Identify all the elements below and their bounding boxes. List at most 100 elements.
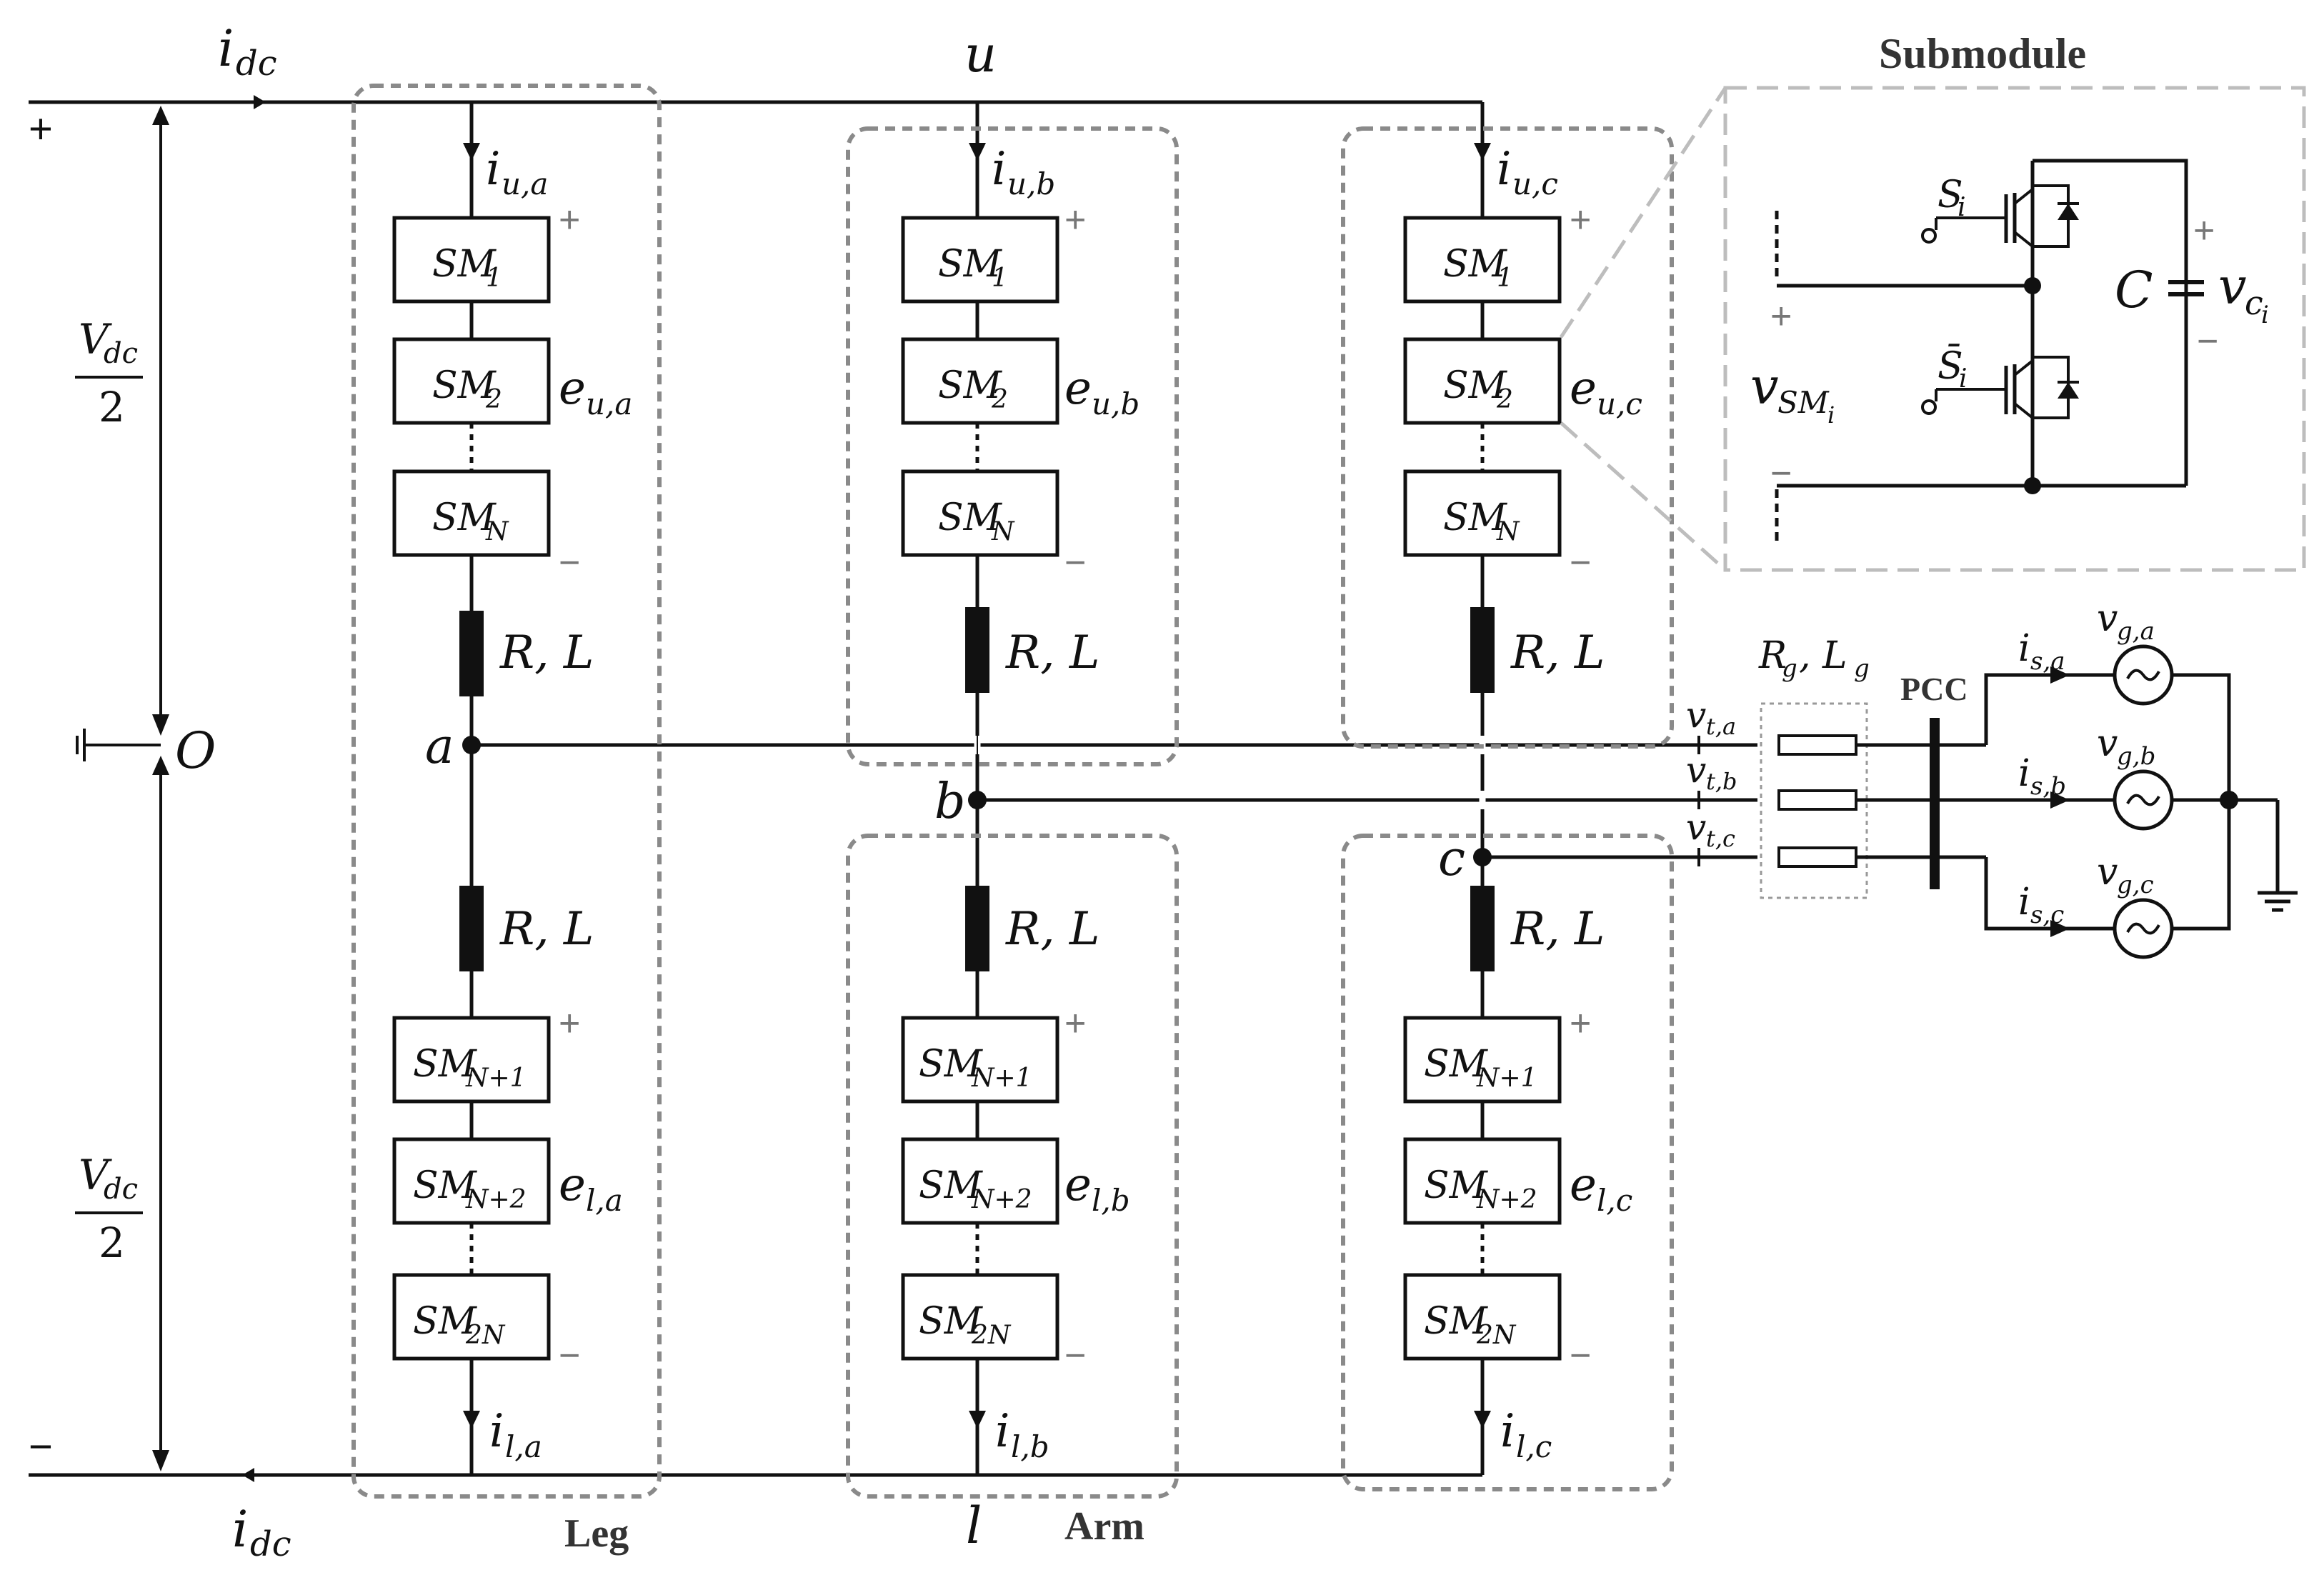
lower-current-arrow-c <box>1474 1411 1491 1429</box>
svg-text:S̄: S̄ <box>1938 344 1963 388</box>
sm-label-b-l1: SM <box>919 1043 984 1086</box>
submodule-title: Submodule <box>1879 30 2086 77</box>
grid-voltage-sub-c: g,c <box>2117 871 2154 899</box>
grid-current-sub-c: s,c <box>2030 901 2064 929</box>
sm-sub-a-u3: N <box>485 517 509 546</box>
arm-impedance-a-lower: R, L <box>499 903 594 956</box>
pcc-label: PCC <box>1900 671 1968 707</box>
sm-sub-a-l2: N+2 <box>465 1185 527 1214</box>
arm-impedance-a-upper: R, L <box>499 626 594 679</box>
grid-branch-c <box>1984 857 2115 931</box>
sm-box-b-2n <box>901 1273 1059 1361</box>
lower-minus-c: − <box>1570 1335 1591 1376</box>
lower-current-arrow-a <box>463 1411 480 1429</box>
sm-label-b-l2: SM <box>919 1164 984 1207</box>
upper-current-sub-a: u,a <box>502 166 548 201</box>
sm-label-c-l1: SM <box>1424 1043 1489 1086</box>
upper-current-arrow-c <box>1474 143 1491 161</box>
lower-current-sub-b: l,b <box>1011 1429 1049 1464</box>
dc-current-label-top: i dc <box>218 19 277 84</box>
svg-text:i: i <box>1958 193 1966 222</box>
leg-box <box>351 84 662 1499</box>
grid-resistor-a <box>1777 734 1857 756</box>
upper-emf-b: e <box>1064 362 1092 415</box>
svg-text:−: − <box>1770 453 1792 494</box>
svg-text:i: i <box>232 1500 248 1559</box>
svg-text:v: v <box>1750 357 1779 416</box>
lower-current-a: i <box>489 1405 504 1458</box>
leg-b <box>901 102 1059 1475</box>
upper-current-a: i <box>486 143 500 196</box>
lower-current-arrow-b <box>969 1411 986 1429</box>
grid-voltage-a: v <box>2097 597 2118 640</box>
upper-emf-c: e <box>1570 362 1597 415</box>
grid-source-b <box>2113 769 2174 831</box>
vdc-lower-arrowhead-top <box>152 756 169 775</box>
grid-current-a: i <box>2018 627 2030 670</box>
terminal-v-sub-c: t,c <box>1706 825 1735 852</box>
node-u-label: u <box>964 25 997 84</box>
grid-impedance-box <box>1760 702 1868 899</box>
grid-source-a <box>2113 644 2174 706</box>
svg-text:, L: , L <box>1799 634 1847 677</box>
svg-text:g: g <box>1782 654 1797 683</box>
sm-label-c-l3: SM <box>1424 1300 1489 1343</box>
sm-label-a-l2: SM <box>413 1164 478 1207</box>
sm-box-a-n1 <box>392 1016 551 1104</box>
submodule-schematic <box>1775 159 2204 546</box>
upper-current-c: i <box>1497 143 1511 196</box>
grid-current-b: i <box>2018 752 2030 795</box>
vdc-lower-arrowhead-bottom <box>152 1450 169 1471</box>
arm-box-upper-b <box>846 126 1179 766</box>
arm-inductor-c-upper <box>1470 607 1495 693</box>
submodule-labels: S i S̄ i C v c i + − v SM i + − <box>1750 174 2269 494</box>
node-label-c: c <box>1438 831 1465 887</box>
svg-text:dc: dc <box>250 1524 291 1564</box>
upper-plus-b: + <box>1064 199 1086 241</box>
sm-sub-b-u2: 2 <box>991 385 1008 414</box>
sm-box-a-n2 <box>392 1137 551 1225</box>
node-label-b: b <box>934 774 966 830</box>
lower-current-b: i <box>995 1405 1009 1458</box>
dc-plus-sign: + <box>29 106 53 152</box>
svg-text:i: i <box>2261 301 2269 329</box>
upper-minus-b: − <box>1064 542 1086 584</box>
sm-label-b-u1: SM <box>938 243 1003 286</box>
sm-sub-c-l1: N+1 <box>1476 1064 1537 1093</box>
sm-sub-c-l3: 2N <box>1476 1321 1517 1350</box>
svg-text:dc: dc <box>236 44 277 84</box>
sm-label-c-u3: SM <box>1443 496 1508 539</box>
sm-box-a-2n <box>392 1273 551 1361</box>
sm-box-b-1 <box>901 216 1059 304</box>
sm-label-c-u2: SM <box>1443 364 1508 407</box>
sm-sub-b-u1: 1 <box>992 264 1008 293</box>
svg-text:S: S <box>1938 174 1963 216</box>
sm-sub-b-u3: N <box>991 517 1015 546</box>
lower-minus-a: − <box>559 1335 580 1376</box>
svg-text:i: i <box>1959 364 1968 394</box>
arm-inductor-a-upper <box>459 611 484 696</box>
leg-a <box>392 102 551 1475</box>
upper-emf-sub-a: u,a <box>586 386 632 421</box>
sm-box-c-n <box>1403 469 1562 557</box>
sm-sub-c-u2: 2 <box>1496 385 1513 414</box>
arm-impedance-b-upper: R, L <box>1005 626 1099 679</box>
sm-label-a-l1: SM <box>413 1043 478 1086</box>
svg-text:+: + <box>1770 296 1792 337</box>
svg-text:C: C <box>2115 261 2153 319</box>
lower-plus-c: + <box>1570 1003 1591 1044</box>
arm-inductor-a-lower <box>459 886 484 971</box>
lower-emf-c: e <box>1570 1159 1597 1211</box>
sm-label-a-l3: SM <box>413 1300 478 1343</box>
vdc-upper-arrowhead-top <box>152 106 169 125</box>
vdc-half-lower: V dc 2 <box>75 1151 143 1267</box>
arm-box-lower-c <box>1341 834 1674 1491</box>
sm-label-a-u1: SM <box>432 243 497 286</box>
upper-emf-sub-b: u,b <box>1092 386 1139 421</box>
lower-current-sub-a: l,a <box>505 1429 542 1464</box>
upper-current-sub-b: u,b <box>1007 166 1055 201</box>
svg-text:dc: dc <box>104 337 138 370</box>
grid-voltage-b: v <box>2097 722 2118 765</box>
sm-box-c-n2 <box>1403 1137 1562 1225</box>
